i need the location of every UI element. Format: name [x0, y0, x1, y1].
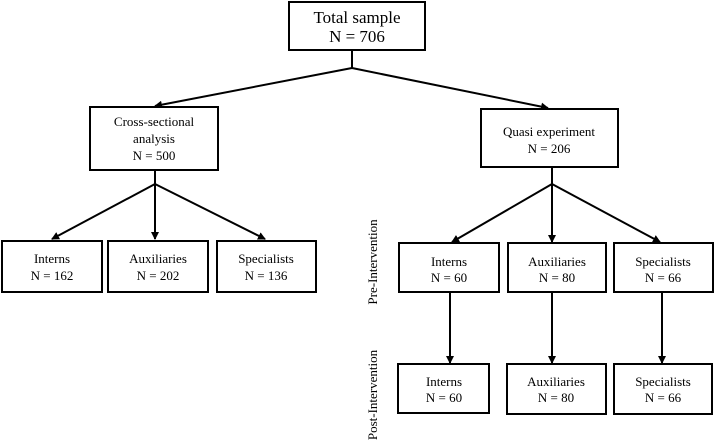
cross-title-line1: Cross-sectional: [114, 114, 195, 129]
pre-group-auxiliaries: Auxiliaries N = 80: [507, 242, 607, 293]
group-title: Auxiliaries: [527, 374, 585, 389]
post-group-auxiliaries: Auxiliaries N = 80: [506, 363, 607, 415]
cross-sectional-box: Cross-sectional analysis N = 500: [89, 106, 219, 171]
total-sample-n: N = 706: [329, 27, 385, 46]
connectors: [51, 50, 666, 364]
group-title: Interns: [426, 374, 462, 389]
post-group-interns: Interns N = 60: [397, 363, 490, 414]
quasi-n: N = 206: [528, 141, 571, 156]
cross-n: N = 500: [133, 148, 176, 163]
group-n: N = 60: [426, 390, 462, 405]
group-n: N = 136: [245, 268, 288, 283]
cross-group-auxiliaries: Auxiliaries N = 202: [107, 240, 209, 293]
quasi-title: Quasi experiment: [503, 124, 595, 139]
cross-group-interns: Interns N = 162: [1, 240, 103, 293]
group-n: N = 60: [431, 270, 467, 285]
group-title: Auxiliaries: [528, 254, 586, 269]
group-title: Specialists: [635, 374, 691, 389]
pre-group-specialists: Specialists N = 66: [613, 242, 714, 293]
group-n: N = 80: [539, 270, 575, 285]
pre-intervention-label: Pre-Intervention: [365, 219, 380, 305]
group-title: Interns: [431, 254, 467, 269]
cross-title-line2: analysis: [133, 131, 175, 146]
group-n: N = 66: [645, 390, 682, 405]
group-n: N = 66: [645, 270, 682, 285]
post-group-specialists: Specialists N = 66: [613, 363, 713, 415]
group-title: Auxiliaries: [129, 251, 187, 266]
group-title: Specialists: [238, 251, 294, 266]
post-intervention-label: Post-Intervention: [365, 349, 380, 440]
quasi-experiment-box: Quasi experiment N = 206: [480, 108, 619, 168]
group-n: N = 162: [31, 268, 74, 283]
total-sample-title: Total sample: [313, 8, 400, 27]
group-n: N = 202: [137, 268, 180, 283]
total-sample-box: Total sample N = 706: [288, 1, 426, 51]
cross-group-specialists: Specialists N = 136: [216, 240, 317, 293]
group-title: Specialists: [635, 254, 691, 269]
pre-group-interns: Interns N = 60: [398, 242, 500, 293]
group-title: Interns: [34, 251, 70, 266]
group-n: N = 80: [538, 390, 574, 405]
